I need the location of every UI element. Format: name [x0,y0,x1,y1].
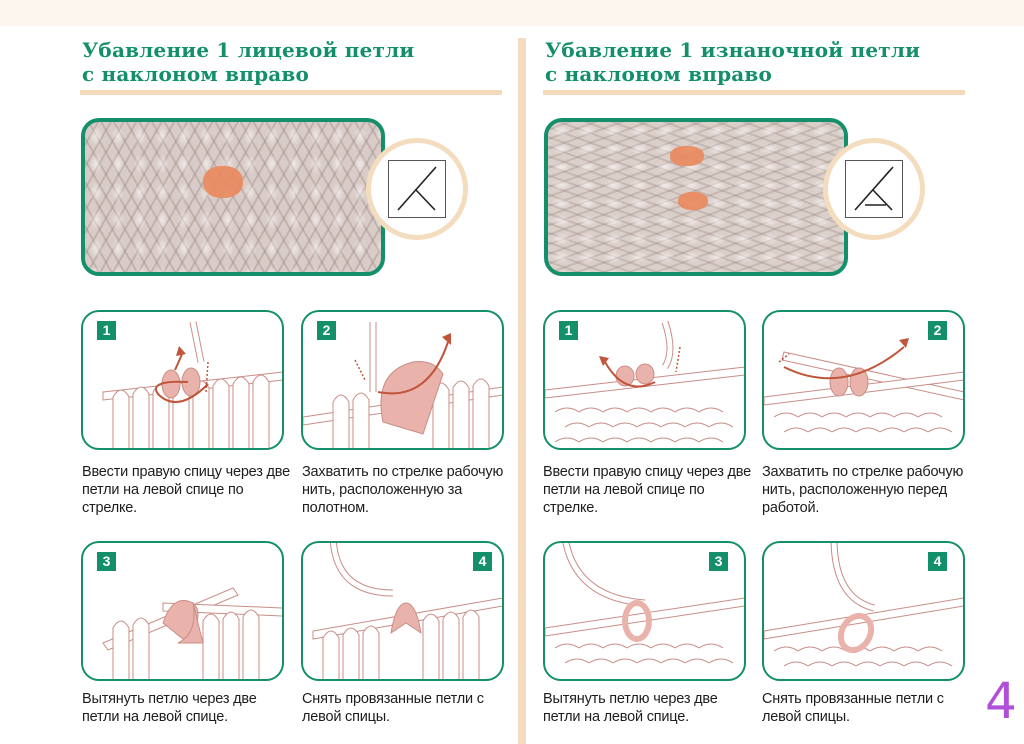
step-caption-4: Снять провязанные петли с левой спицы. [762,691,944,725]
step-card-1: 1 [543,310,746,450]
knit-decrease-right-symbol-icon [388,160,446,218]
symbol-badge [366,138,468,240]
step-number-badge: 1 [559,321,578,340]
decreased-stitch-highlight [670,146,704,166]
step-illustration [102,321,282,448]
symbol-badge [823,138,925,240]
step-number-badge: 4 [473,552,492,571]
knit-sample-photo [81,118,385,276]
title-line-1: Убавление 1 изнаночной петли [545,38,921,62]
step-number-badge: 2 [317,321,336,340]
purl-decrease-section: Убавление 1 изнаночной петли с наклоном … [543,0,973,744]
title-underline [543,90,965,95]
top-strip [0,0,1024,26]
decreased-stitch-highlight [678,192,708,210]
step-card-2: 2 [762,310,965,450]
step-caption-2: Захватить по стрелке рабочую нить, распо… [762,464,964,516]
purl-sample-photo [544,118,848,276]
step-caption-3: Вытянуть петлю через две петли на левой … [543,691,718,725]
step-illustration [764,338,963,433]
step-caption-4: Снять провязанные петли с левой спицы. [302,691,484,725]
step-illustration [545,543,744,664]
step-number-badge: 4 [928,552,947,571]
step-illustration [312,543,502,679]
step-caption-3: Вытянуть петлю через две петли на левой … [82,691,257,725]
decreased-stitch-highlight [203,166,243,198]
section-title: Убавление 1 изнаночной петли с наклоном … [545,38,920,86]
step-card-3: 3 [543,541,746,681]
step-illustration [102,587,282,679]
step-card-2: 2 [301,310,504,450]
title-line-2: с наклоном вправо [82,62,310,86]
title-line-2: с наклоном вправо [545,62,773,86]
step-caption-1: Ввести правую спицу через две петли на л… [82,464,290,516]
step-number-badge: 3 [709,552,728,571]
title-line-1: Убавление 1 лицевой петли [82,38,415,62]
step-card-4: 4 [301,541,504,681]
step-caption-2: Захватить по стрелке рабочую нить, распо… [302,464,504,516]
step-number-badge: 3 [97,552,116,571]
section-title: Убавление 1 лицевой петли с наклоном впр… [82,38,414,86]
purl-decrease-right-symbol-icon [845,160,903,218]
step-illustration [303,322,502,448]
step-illustration [545,320,744,443]
step-card-3: 3 [81,541,284,681]
column-divider [518,38,526,744]
knit-decrease-section: Убавление 1 лицевой петли с наклоном впр… [80,0,510,744]
step-card-1: 1 [81,310,284,450]
step-number-badge: 1 [97,321,116,340]
step-illustration [764,543,963,667]
page-number: 4 [985,672,1017,730]
step-card-4: 4 [762,541,965,681]
title-underline [80,90,502,95]
step-caption-1: Ввести правую спицу через две петли на л… [543,464,751,516]
step-number-badge: 2 [928,321,947,340]
